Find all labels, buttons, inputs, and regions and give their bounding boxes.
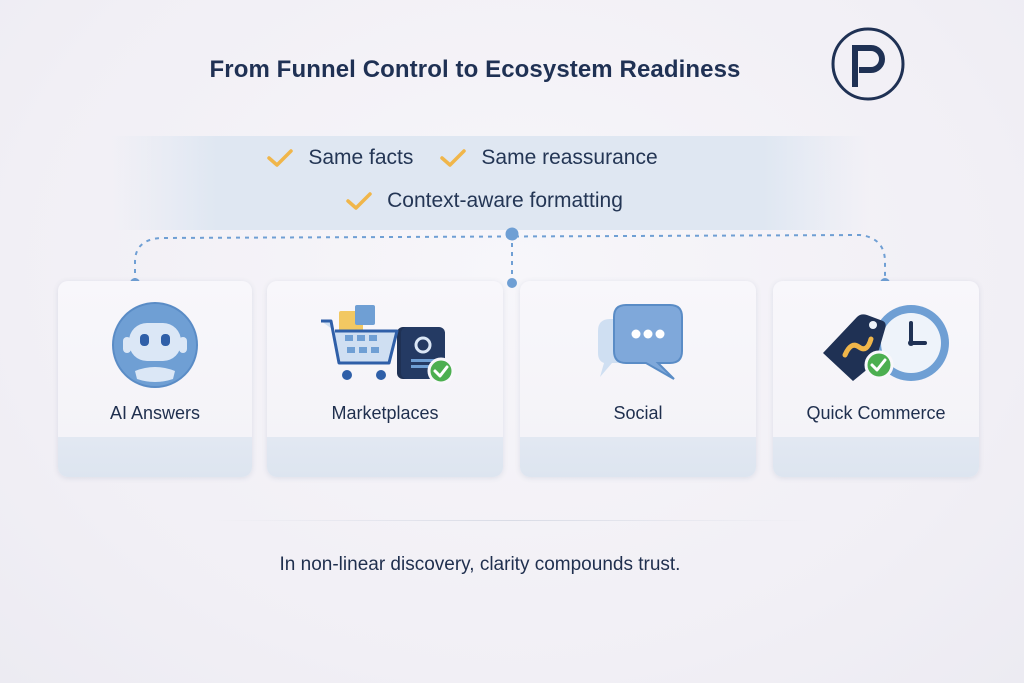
checkmark-icon — [346, 192, 372, 210]
page-title: From Funnel Control to Ecosystem Readine… — [209, 56, 741, 83]
divider — [210, 520, 814, 521]
principle-label: Context-aware formatting — [387, 189, 623, 212]
card-ai-answers[interactable]: AI Answers — [58, 281, 252, 477]
chatbot-icon — [58, 301, 252, 391]
card-label: Social — [613, 403, 663, 423]
chat-bubble-icon — [520, 301, 756, 391]
tag-clock-icon — [773, 301, 979, 391]
card-marketplaces[interactable]: Marketplaces — [267, 281, 503, 477]
connector-end-dot — [507, 278, 517, 288]
card-base — [773, 437, 979, 477]
principle-label: Same reassurance — [481, 146, 658, 169]
shopping-cart-icon — [267, 301, 503, 391]
card-label: Quick Commerce — [806, 403, 946, 423]
card-quick-commerce[interactable]: Quick Commerce — [773, 281, 979, 477]
principle-label: Same facts — [308, 146, 414, 169]
principle-context-aware-formatting: Context-aware formatting — [345, 189, 623, 213]
card-social[interactable]: Social — [520, 281, 756, 477]
p-logo-icon — [830, 26, 906, 102]
card-base — [267, 437, 503, 477]
principle-same-facts: Same facts — [266, 146, 413, 170]
card-label: AI Answers — [109, 403, 201, 423]
principles-row-1: Same facts Same reassurance — [0, 146, 974, 170]
principles-band — [110, 136, 870, 230]
footer-tagline: In non-linear discovery, clarity compoun… — [279, 554, 681, 575]
checkmark-icon — [440, 149, 467, 167]
principle-same-reassurance: Same reassurance — [439, 146, 658, 170]
card-base — [520, 437, 756, 477]
principles-row-2: Context-aware formatting — [0, 189, 996, 213]
connector-path — [134, 233, 886, 282]
checkmark-icon — [267, 149, 294, 167]
card-label: Marketplaces — [331, 403, 439, 423]
card-base — [58, 437, 252, 477]
